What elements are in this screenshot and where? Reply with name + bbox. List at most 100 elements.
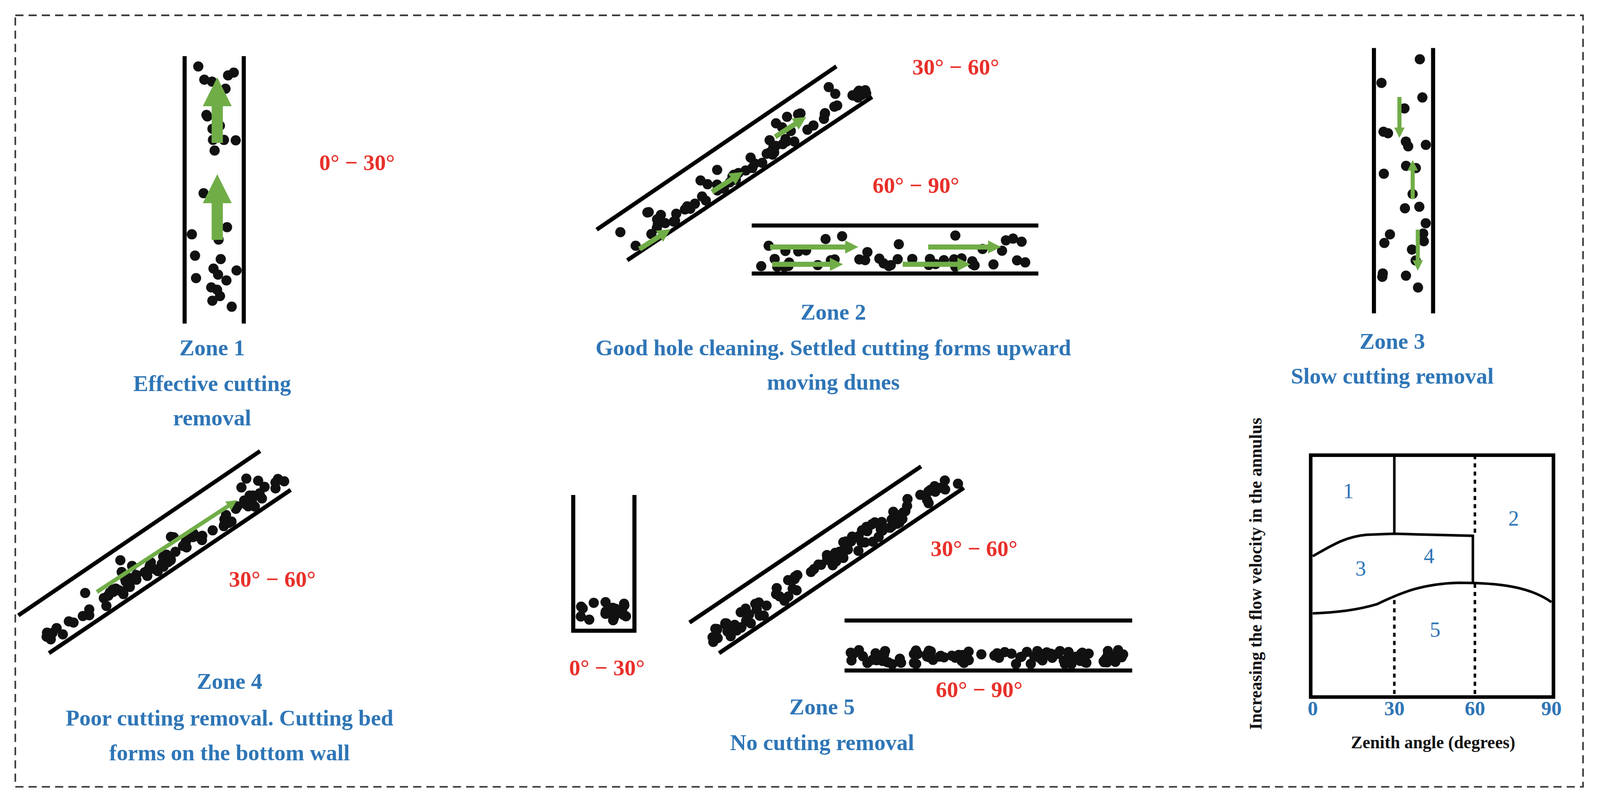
cutting-particle — [1379, 237, 1390, 249]
cutting-particle — [221, 275, 232, 286]
cutting-particle — [791, 584, 802, 595]
cutting-particle — [619, 599, 630, 611]
cutting-particle — [845, 647, 856, 658]
cutting-particle — [219, 518, 230, 530]
cutting-particle — [230, 135, 241, 146]
cutting-particle — [1399, 203, 1410, 214]
cutting-particle — [1412, 282, 1423, 293]
cutting-particle — [80, 587, 91, 598]
cutting-particle — [1006, 648, 1017, 659]
cutting-particle — [1400, 270, 1411, 281]
cutting-particle — [231, 265, 242, 276]
zone-description: Good hole cleaning. Settled cutting form… — [578, 330, 1089, 401]
axis-tick: 60 — [1454, 695, 1496, 721]
cutting-particle — [215, 254, 226, 265]
cutting-particle — [190, 530, 201, 542]
cutting-particle — [45, 633, 57, 644]
pipe-walls — [18, 47, 1434, 670]
cutting-particle — [923, 486, 934, 497]
cutting-particle — [1383, 127, 1394, 139]
zone-title: Zone 4 — [127, 663, 332, 699]
cutting-particle — [156, 558, 167, 569]
cutting-particle — [1378, 168, 1390, 179]
cutting-particle — [588, 597, 600, 608]
chart-region-number: 1 — [1332, 477, 1364, 504]
cutting-particle — [610, 603, 621, 614]
cutting-particle — [790, 571, 801, 582]
cutting-particle — [830, 88, 841, 99]
cutting-particle — [756, 261, 767, 272]
cutting-particle — [600, 605, 611, 617]
cutting-particle — [792, 109, 804, 120]
cutting-particle — [837, 550, 848, 561]
cuttings — [41, 54, 1432, 670]
chart-region-number: 3 — [1345, 554, 1377, 582]
cutting-particle — [1414, 201, 1425, 212]
cutting-particle — [1010, 658, 1021, 669]
cutting-particle — [170, 546, 181, 557]
cutting-particle — [940, 484, 951, 495]
cutting-particle — [921, 650, 932, 662]
angle-label: 30° − 60° — [897, 534, 1051, 564]
cutting-particle — [923, 497, 934, 509]
cutting-particle — [764, 134, 775, 146]
cutting-particle — [689, 198, 701, 209]
cutting-particle — [1114, 648, 1125, 659]
cutting-particle — [1376, 271, 1388, 282]
zone-title: Zone 3 — [1290, 324, 1495, 360]
angle-label: 60° − 90° — [839, 171, 993, 201]
chart-region-number: 4 — [1413, 542, 1445, 569]
cutting-particle — [696, 191, 708, 202]
cutting-particle — [862, 246, 873, 257]
cutting-particle — [651, 214, 663, 225]
cutting-particle — [575, 611, 587, 622]
zone-title: Zone 5 — [720, 689, 925, 725]
cutting-particle — [735, 622, 746, 633]
zone-description: No cutting removal — [689, 725, 955, 760]
cutting-particle — [813, 559, 824, 570]
cutting-particle — [222, 222, 233, 233]
cutting-particle — [206, 282, 217, 293]
chart-region-number: 2 — [1498, 504, 1530, 532]
cutting-particle — [207, 524, 218, 536]
cutting-particle — [1376, 77, 1387, 89]
cutting-particle — [783, 591, 794, 602]
cutting-particle — [959, 652, 970, 663]
cutting-particle — [893, 238, 905, 249]
cutting-particle — [712, 632, 723, 643]
cutting-particle — [1414, 54, 1425, 65]
cutting-particle — [1384, 229, 1396, 240]
cutting-particle — [199, 74, 210, 85]
cutting-particle — [819, 108, 830, 120]
cutting-particle — [967, 255, 978, 267]
cutting-particle — [1401, 160, 1412, 172]
cutting-particle — [745, 152, 756, 163]
axis-tick: 0 — [1292, 695, 1333, 721]
cutting-particle — [212, 269, 224, 280]
cutting-particle — [226, 301, 237, 312]
angle-label: 30° − 60° — [879, 52, 1033, 82]
zone-title: Zone 2 — [731, 294, 936, 330]
cutting-particle — [679, 203, 690, 215]
cutting-particle — [908, 657, 919, 668]
flow-arrows — [96, 91, 1418, 592]
cutting-particle — [84, 604, 95, 615]
cutting-particle — [1081, 649, 1092, 660]
cutting-particle — [236, 482, 247, 493]
cutting-particle — [884, 522, 895, 533]
cutting-particle — [840, 535, 851, 547]
cutting-particle — [643, 206, 654, 217]
cutting-particle — [1406, 244, 1417, 255]
cutting-particle — [808, 120, 819, 131]
axis-title: Increasing the flow velocity in the annu… — [1245, 423, 1268, 730]
axis-tick: 30 — [1373, 695, 1415, 721]
cutting-particle — [853, 545, 864, 556]
cutting-particle — [988, 259, 999, 270]
cutting-particle — [952, 478, 963, 489]
cutting-particle — [950, 230, 961, 241]
angle-label: 30° − 60° — [195, 565, 349, 594]
cutting-particle — [253, 475, 264, 486]
cutting-particle — [895, 509, 906, 521]
frame — [15, 15, 1583, 787]
cutting-particle — [894, 653, 906, 664]
